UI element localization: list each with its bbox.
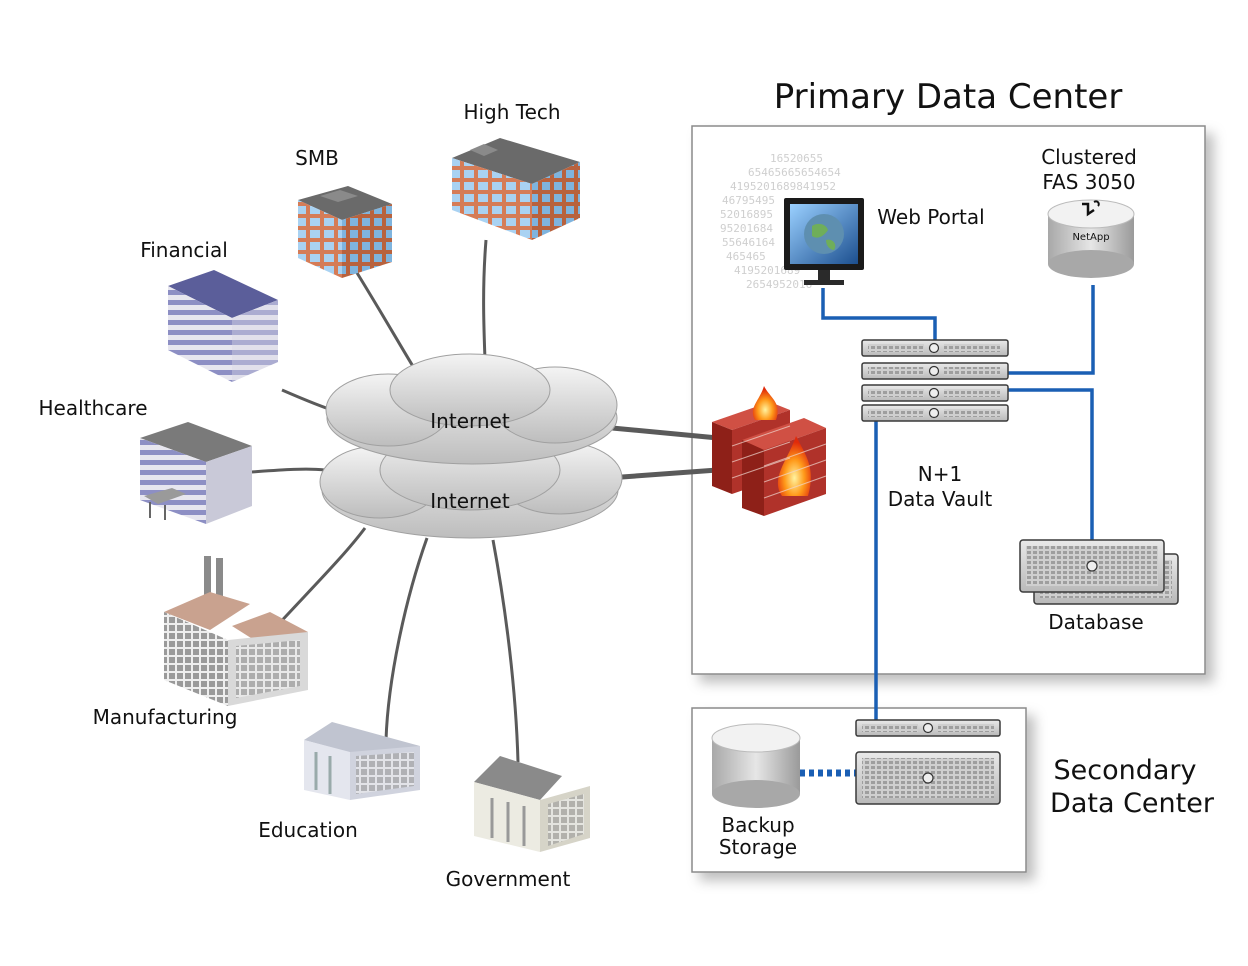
cloud-top [325, 353, 618, 465]
svg-text:55646164: 55646164 [722, 236, 775, 249]
link-firewall-top [611, 425, 719, 441]
firewall-icon [712, 386, 827, 516]
svg-text:2654952016: 2654952016 [746, 278, 812, 291]
svg-text:465465: 465465 [726, 250, 766, 263]
link-vault-database [1008, 388, 1094, 540]
secondary-title-line2: Data Center [1050, 788, 1215, 819]
svg-text:4195201689: 4195201689 [734, 264, 800, 277]
link-government [491, 539, 520, 763]
healthcare-building-icon [140, 422, 252, 524]
link-education [384, 537, 429, 741]
internet-cloud: Internet Internet [319, 353, 623, 539]
label-healthcare: Healthcare [38, 396, 147, 420]
vault-server-3 [861, 384, 1009, 402]
svg-text:46795495: 46795495 [722, 194, 775, 207]
internet-label-top: Internet [430, 409, 510, 433]
netapp-brand-label: NetApp [1072, 232, 1109, 243]
vault-server-2 [861, 362, 1009, 380]
svg-text:95201684: 95201684 [720, 222, 773, 235]
smb-building-icon [298, 186, 392, 278]
lan-links [800, 285, 1095, 777]
svg-text:4195201689841952: 4195201689841952 [730, 180, 836, 193]
label-government: Government [446, 867, 571, 891]
svg-text:65465665654654: 65465665654654 [748, 166, 841, 179]
svg-text:52016895: 52016895 [720, 208, 773, 221]
backup-storage-cylinder-icon [711, 723, 801, 808]
link-healthcare [251, 467, 326, 474]
label-n-plus-1: N+1 [918, 462, 962, 486]
svg-text:16520655: 16520655 [770, 152, 823, 165]
financial-building-icon [168, 270, 278, 382]
label-manufacturing: Manufacturing [93, 705, 238, 729]
binary-globe: 16520655 65465665654654 4195201689841952… [720, 152, 841, 291]
manufacturing-building-icon [164, 556, 308, 706]
web-portal-monitor-icon [784, 198, 864, 285]
government-building-icon [474, 756, 590, 852]
education-building-icon [304, 722, 420, 800]
internet-label-bottom: Internet [430, 489, 510, 513]
netapp-storage-icon: NetApp [1047, 199, 1135, 278]
link-manufacturing [273, 527, 367, 630]
vault-server-4 [861, 404, 1009, 422]
label-fas-3050: FAS 3050 [1042, 170, 1135, 194]
vault-server-1 [861, 339, 1009, 357]
data-vault-server-stack-icon [861, 339, 1009, 422]
database-server-icon [1019, 539, 1179, 605]
label-storage: Storage [719, 835, 797, 859]
label-web-portal: Web Portal [877, 205, 984, 229]
primary-data-center-title: Primary Data Center [774, 77, 1123, 117]
label-smb: SMB [295, 146, 339, 170]
label-data-vault: Data Vault [888, 487, 993, 511]
secondary-server-icon [855, 719, 1001, 805]
label-financial: Financial [140, 238, 228, 262]
link-smb [352, 267, 416, 369]
secondary-title-line1: Secondary [1054, 755, 1197, 786]
link-fas-vault [1008, 285, 1095, 375]
link-high-tech [482, 239, 488, 361]
label-high-tech: High Tech [463, 100, 560, 124]
label-education: Education [258, 818, 358, 842]
label-clustered: Clustered [1041, 145, 1137, 169]
label-database: Database [1048, 610, 1143, 634]
label-backup: Backup [721, 813, 794, 837]
link-portal-vault [821, 288, 937, 342]
high-tech-building-icon [452, 138, 580, 240]
